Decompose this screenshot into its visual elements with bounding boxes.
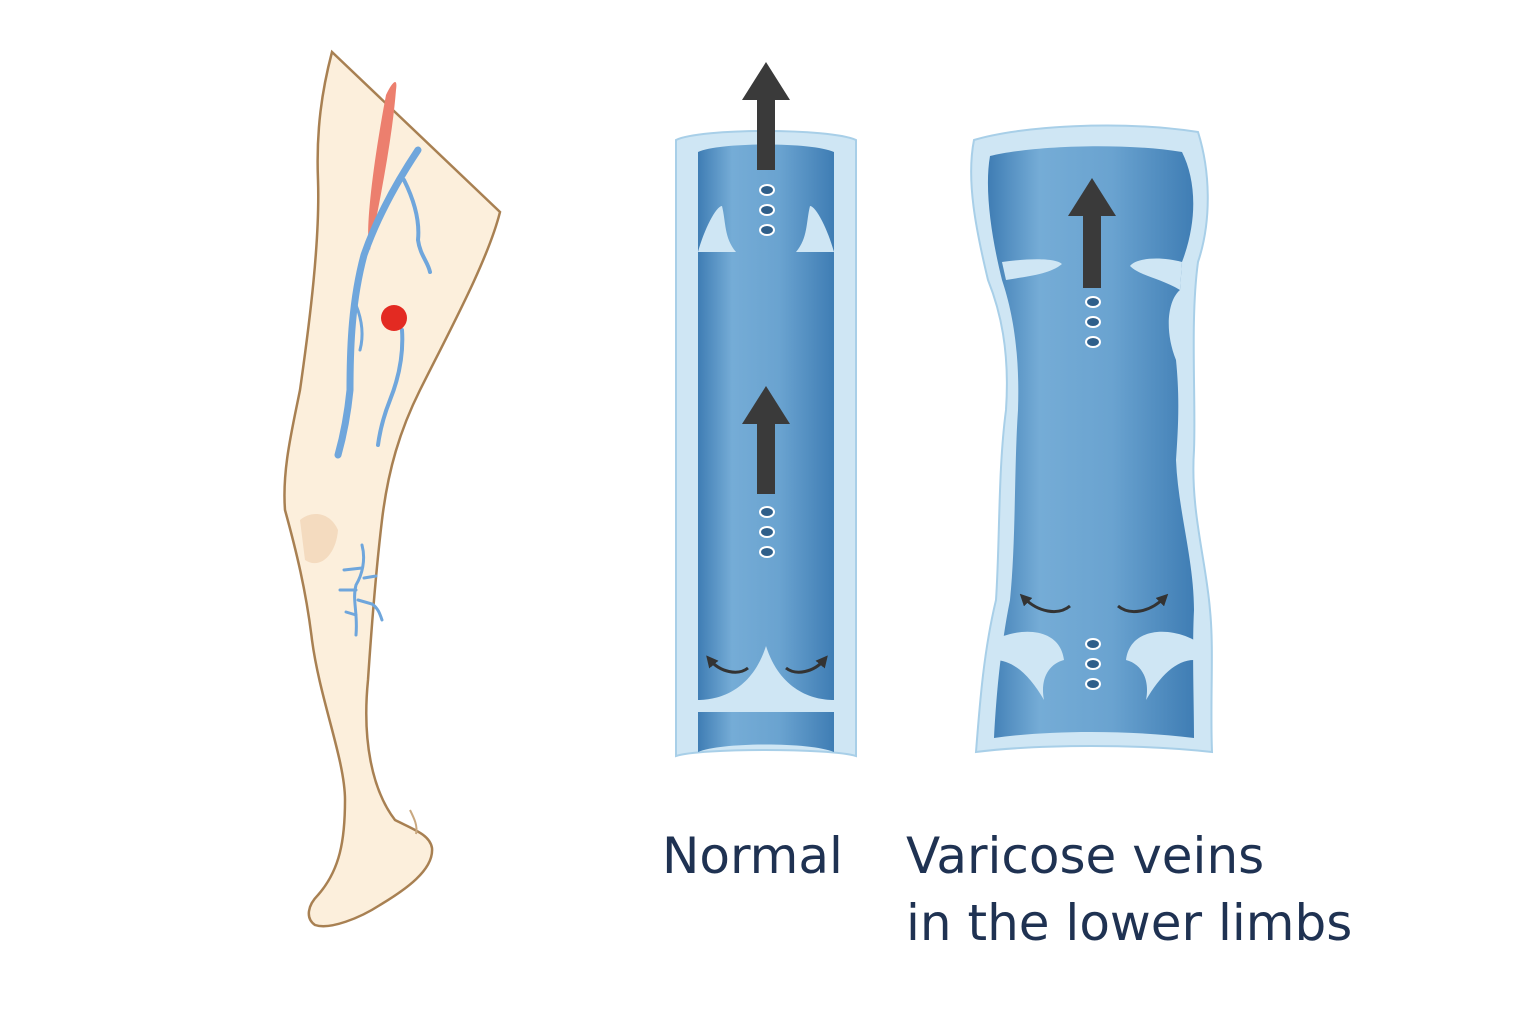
varicose-valve-upper-right bbox=[1130, 258, 1182, 290]
spider-veins bbox=[338, 543, 384, 637]
valve-backflow-arrow bbox=[706, 655, 828, 674]
vein-branch bbox=[376, 328, 405, 447]
flow-dots bbox=[1085, 296, 1101, 690]
varicose-valve-lower-left bbox=[994, 631, 1064, 700]
vein-branch bbox=[402, 178, 432, 274]
normal-valve-upper-left bbox=[698, 206, 736, 252]
varicose-valve-lower-right bbox=[1126, 631, 1194, 700]
valve-backflow-arrow bbox=[1019, 593, 1169, 614]
flow-arrow-up bbox=[742, 62, 790, 170]
flow-arrow-up bbox=[1068, 178, 1116, 288]
vein-branch bbox=[354, 303, 364, 352]
artery bbox=[368, 81, 397, 250]
leg-illustration bbox=[283, 49, 502, 928]
varicose-valve-upper-left bbox=[1002, 259, 1062, 280]
normal-vein bbox=[675, 62, 857, 758]
flow-dots bbox=[759, 184, 775, 558]
flow-arrow-up bbox=[742, 386, 790, 494]
normal-valve-upper-right bbox=[796, 206, 834, 252]
lesion-dot bbox=[381, 305, 407, 331]
normal-label: Normal bbox=[662, 827, 843, 885]
knee-shadow bbox=[300, 514, 338, 564]
varicose-label-line2: in the lower limbs bbox=[906, 894, 1353, 952]
varicose-label-line1: Varicose veins bbox=[906, 827, 1265, 885]
shin-contour bbox=[409, 809, 418, 835]
varicose-vein-lumen bbox=[987, 146, 1194, 739]
leg-outline bbox=[283, 49, 502, 928]
varicose-vein bbox=[970, 124, 1214, 754]
saphenous-vein bbox=[334, 146, 422, 459]
normal-valve-lower bbox=[698, 646, 834, 712]
